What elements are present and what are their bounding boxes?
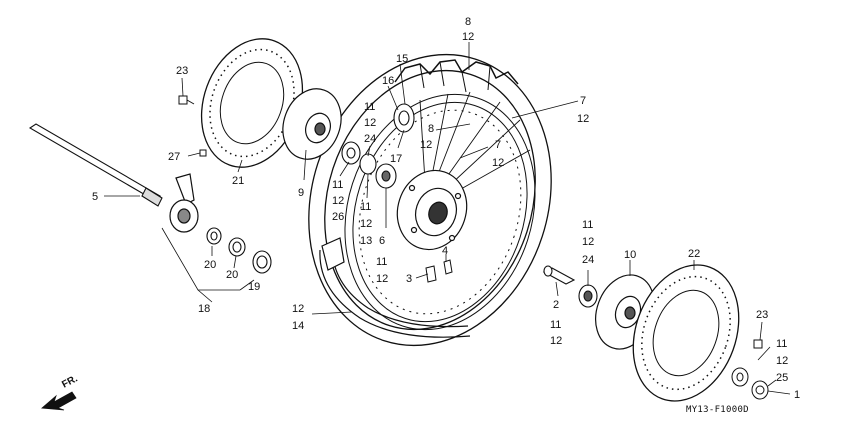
callout-12: 12 [376,273,388,285]
inner-tube [319,237,471,338]
callout-3: 3 [406,273,412,285]
speedometer-gear-parts [206,227,272,274]
tire [308,53,552,347]
callout-20: 20 [226,269,238,281]
callout-16: 16 [382,75,394,87]
callout-12: 12 [550,335,562,347]
callout-11: 11 [364,101,375,113]
tire-valve [393,103,415,133]
callout-11: 11 [776,338,787,350]
callout-13: 13 [360,235,372,247]
callout-12: 12 [462,31,474,43]
front-direction-label: FR. [60,373,80,390]
callout-6: 6 [379,235,385,247]
callout-23: 23 [756,309,768,321]
callout-7: 7 [580,95,586,107]
callout-9: 9 [298,187,304,199]
callout-7: 7 [495,139,501,151]
hub [396,169,468,251]
callout-5: 5 [92,191,98,203]
callout-12: 12 [577,113,589,125]
callout-12: 12 [776,355,788,367]
valve-stem [425,259,453,283]
callout-12: 12 [292,303,304,315]
callout-25: 25 [776,372,788,384]
callout-14: 14 [292,320,304,332]
callout-8: 8 [428,123,434,135]
callout-1: 1 [794,389,800,401]
left-bearing [341,141,397,189]
diagram-code: MY13-F1000D [686,405,749,415]
callout-12: 12 [332,195,344,207]
callout-19: 19 [248,281,260,293]
front-direction-arrow: FR. [41,373,80,411]
axle [28,123,163,207]
callout-12: 12 [582,236,594,248]
callout-12: 12 [360,218,372,230]
right-bearing [578,284,598,308]
callout-10: 10 [624,249,636,261]
callout-23: 23 [176,65,188,77]
callout-21: 21 [232,175,244,187]
callout-18: 18 [198,303,210,315]
callout-27: 27 [168,151,180,163]
callout-20: 20 [204,259,216,271]
callout-11: 11 [582,219,593,231]
left-brake-disc [200,38,304,168]
rim [344,93,536,331]
callout-17: 17 [390,153,402,165]
callout-22: 22 [688,248,700,260]
callout-11: 11 [332,179,343,191]
callout-12: 12 [364,117,376,129]
callout-12: 12 [420,139,432,151]
right-brake-disc [632,264,740,402]
callout-24: 24 [364,133,376,145]
callout-26: 26 [332,211,344,223]
callout-24: 24 [582,254,594,266]
callout-11: 11 [376,256,387,268]
left-dust-cover [282,88,342,160]
callout-11: 11 [360,201,371,213]
distance-collar [542,265,576,285]
callout-4: 4 [442,245,448,257]
callout-12: 12 [492,157,504,169]
speedometer-gearbox [169,173,199,233]
callout-15: 15 [396,53,408,65]
callout-8: 8 [465,16,471,28]
callout-2: 2 [553,299,559,311]
leader-lines [104,42,791,395]
callout-labels: 8 12 15 16 11 12 24 17 7 12 8 12 7 12 11… [92,16,800,401]
right-hardware [731,339,769,400]
callout-11: 11 [550,319,561,331]
